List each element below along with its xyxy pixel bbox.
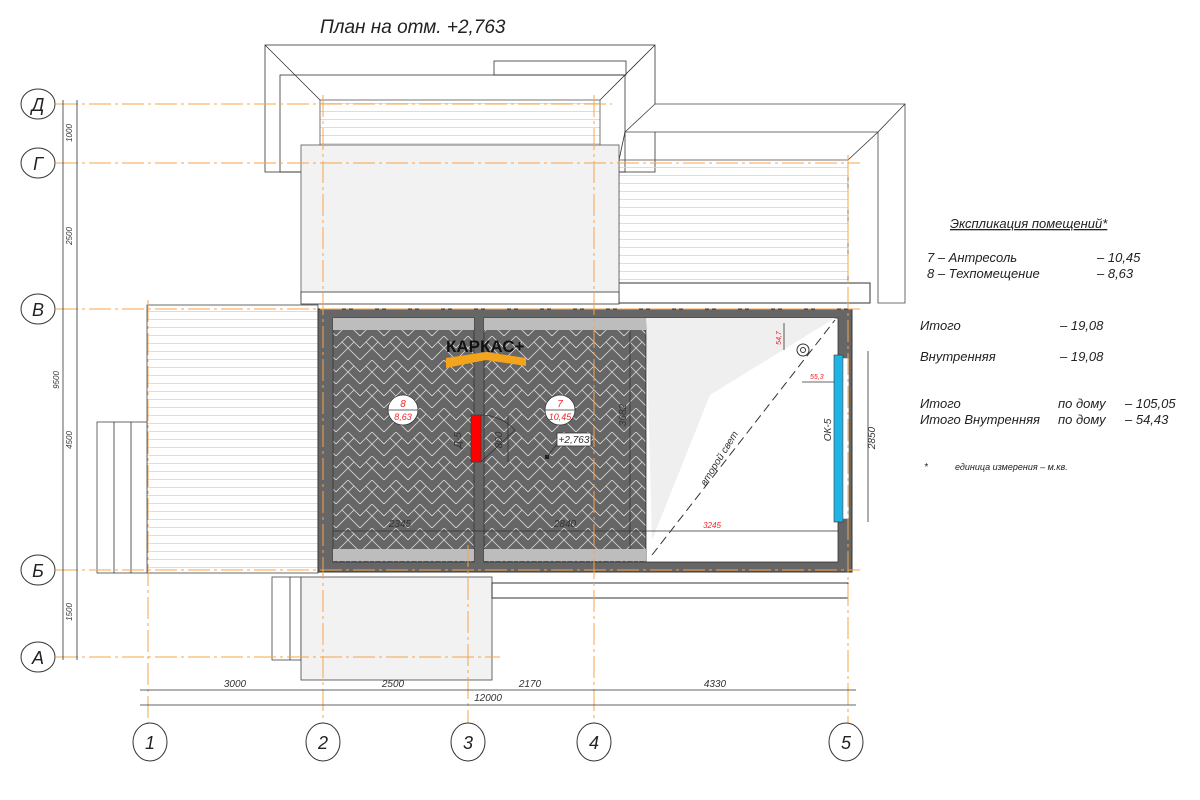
axis-bubble-1: 1	[132, 722, 168, 762]
karkas-logo: КАРКАС+	[446, 337, 526, 368]
svg-text:КАРКАС+: КАРКАС+	[446, 337, 524, 356]
svg-text:Итого: Итого	[920, 396, 961, 411]
level-mark: +2,763	[545, 432, 592, 459]
svg-text:+2,763: +2,763	[559, 435, 590, 446]
svg-text:В: В	[32, 300, 44, 320]
axis-bubble-b: Б	[20, 554, 56, 586]
dim-room7-depth: 3682	[618, 403, 629, 426]
grid-axes	[56, 95, 860, 723]
svg-text:– 19,08: – 19,08	[1059, 349, 1104, 364]
room-schedule: Экспликация помещений* 7 – Антресоль – 1…	[920, 216, 1176, 473]
svg-text:7: 7	[557, 399, 563, 410]
svg-text:8,63: 8,63	[394, 412, 412, 422]
dim-window-height: 2850	[867, 426, 878, 450]
dim-left-2: 2500	[65, 227, 74, 246]
door-label: Д-5	[453, 432, 464, 449]
room-tag-7: 7 10,45	[544, 394, 576, 426]
svg-text:по дому: по дому	[1058, 412, 1107, 427]
dim-door-width: 800	[494, 431, 505, 448]
axis-bubble-d: Д	[20, 88, 56, 120]
dim-bottom-1: 3000	[224, 679, 247, 690]
roof-right	[618, 103, 906, 304]
dim-offset-b: 55,3	[810, 374, 824, 381]
legend-room-8: 8 – Техпомещение	[927, 266, 1040, 281]
svg-text:8: 8	[400, 399, 406, 410]
legend-title: Экспликация помещений*	[950, 216, 1108, 231]
dim-left-4: 1500	[65, 603, 74, 621]
svg-text:Б: Б	[32, 561, 44, 581]
axis-bubble-5: 5	[828, 722, 864, 762]
legend-room-8-area: – 8,63	[1096, 266, 1134, 281]
axis-bubble-v: В	[20, 293, 56, 325]
svg-text:по дому: по дому	[1058, 396, 1107, 411]
legend-room-7: 7 – Антресоль	[927, 250, 1017, 265]
dim-left-total: 9500	[52, 371, 61, 389]
axis-bubble-g: Г	[20, 147, 56, 179]
window-label: ОК-5	[823, 418, 834, 441]
dim-bottom-2: 2500	[381, 679, 405, 690]
svg-text:– 54,43: – 54,43	[1124, 412, 1169, 427]
dim-left-1: 1000	[65, 124, 74, 142]
svg-text:*: *	[924, 462, 929, 473]
dim-bottom-3: 2170	[518, 679, 542, 690]
dim-left-3: 4500	[65, 431, 74, 449]
dim-offset-a: 54,7	[776, 330, 783, 345]
svg-text:3: 3	[463, 733, 473, 753]
axis-bubble-4: 4	[576, 722, 612, 762]
svg-text:А: А	[31, 648, 44, 668]
svg-text:– 105,05: – 105,05	[1124, 396, 1176, 411]
svg-text:Итого: Итого	[920, 318, 961, 333]
legend-room-7-area: – 10,45	[1096, 250, 1141, 265]
dim-bottom-total: 12000	[474, 693, 502, 704]
porch-bottom	[271, 576, 849, 681]
plan-title: План на отм. +2,763	[320, 17, 506, 38]
svg-text:10,45: 10,45	[549, 412, 573, 422]
room-tag-8: 8 8,63	[387, 394, 419, 426]
svg-text:5: 5	[841, 733, 852, 753]
dim-second-light: 3245	[703, 521, 721, 530]
svg-text:Г: Г	[33, 154, 44, 174]
axis-bubble-3: 3	[450, 722, 486, 762]
svg-text:– 19,08: – 19,08	[1059, 318, 1104, 333]
svg-text:1: 1	[145, 733, 155, 753]
svg-text:единица измерения – м.кв.: единица измерения – м.кв.	[955, 462, 1068, 472]
axis-bubble-2: 2	[305, 722, 341, 762]
svg-text:Внутренняя: Внутренняя	[920, 349, 996, 364]
svg-text:4: 4	[589, 733, 599, 753]
door-d5	[470, 414, 482, 463]
svg-text:Д: Д	[30, 95, 45, 115]
window-ok5	[833, 354, 844, 523]
svg-text:Итого Внутренняя: Итого Внутренняя	[920, 412, 1040, 427]
svg-text:2: 2	[317, 733, 328, 753]
dim-room7-width: 2840	[553, 519, 577, 530]
terrace-left	[96, 304, 319, 574]
balcony	[300, 144, 620, 301]
dim-room8-width: 2345	[388, 519, 412, 530]
dim-bottom-4: 4330	[704, 679, 727, 690]
axis-bubble-a: А	[20, 641, 56, 673]
